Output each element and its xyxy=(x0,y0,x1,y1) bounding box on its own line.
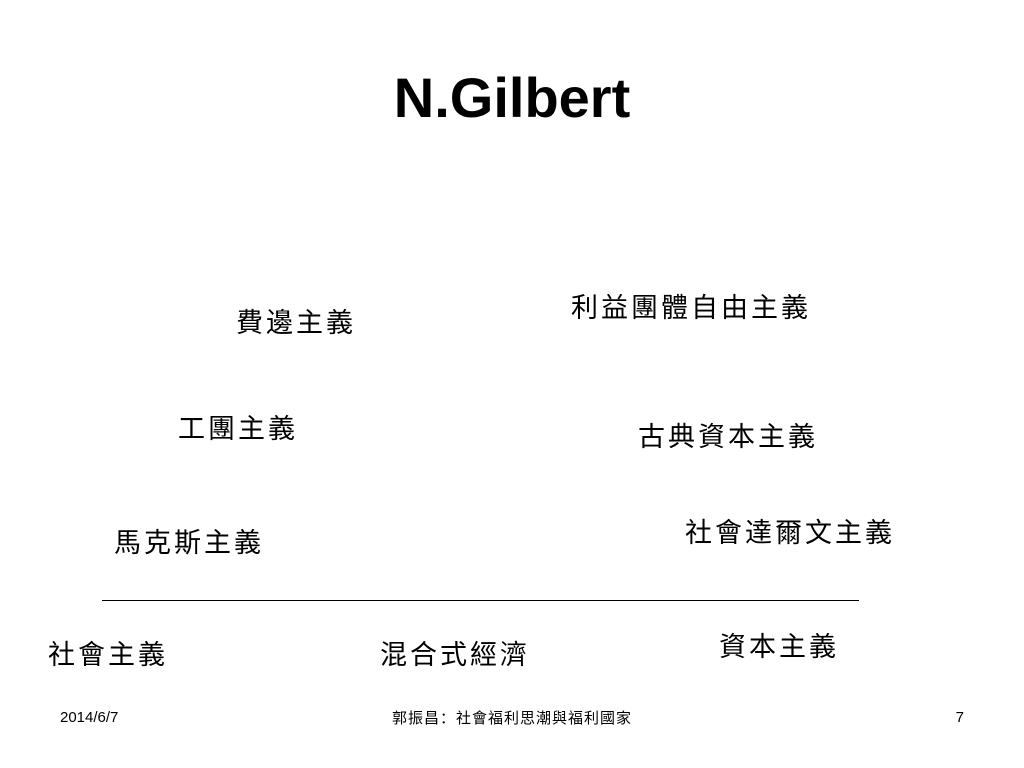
footer-page-number: 7 xyxy=(955,709,964,726)
term-social-darwinism: 社會達爾文主義 xyxy=(685,518,895,549)
term-marxism: 馬克斯主義 xyxy=(114,528,264,559)
spectrum-divider-line xyxy=(102,600,859,601)
term-guild-socialism: 工團主義 xyxy=(178,414,298,445)
term-socialism: 社會主義 xyxy=(48,640,168,671)
term-mixed-economy: 混合式經濟 xyxy=(380,640,530,671)
term-capitalism: 資本主義 xyxy=(719,632,839,663)
slide-title: N.Gilbert xyxy=(393,66,631,129)
term-interest-group-liberalism: 利益團體自由主義 xyxy=(571,293,811,324)
term-classical-capitalism: 古典資本主義 xyxy=(638,422,818,453)
footer-author-course: 郭振昌：社會福利思潮與福利國家 xyxy=(391,709,632,727)
term-fabianism: 費邊主義 xyxy=(236,308,356,339)
footer-date: 2014/6/7 xyxy=(60,709,119,726)
